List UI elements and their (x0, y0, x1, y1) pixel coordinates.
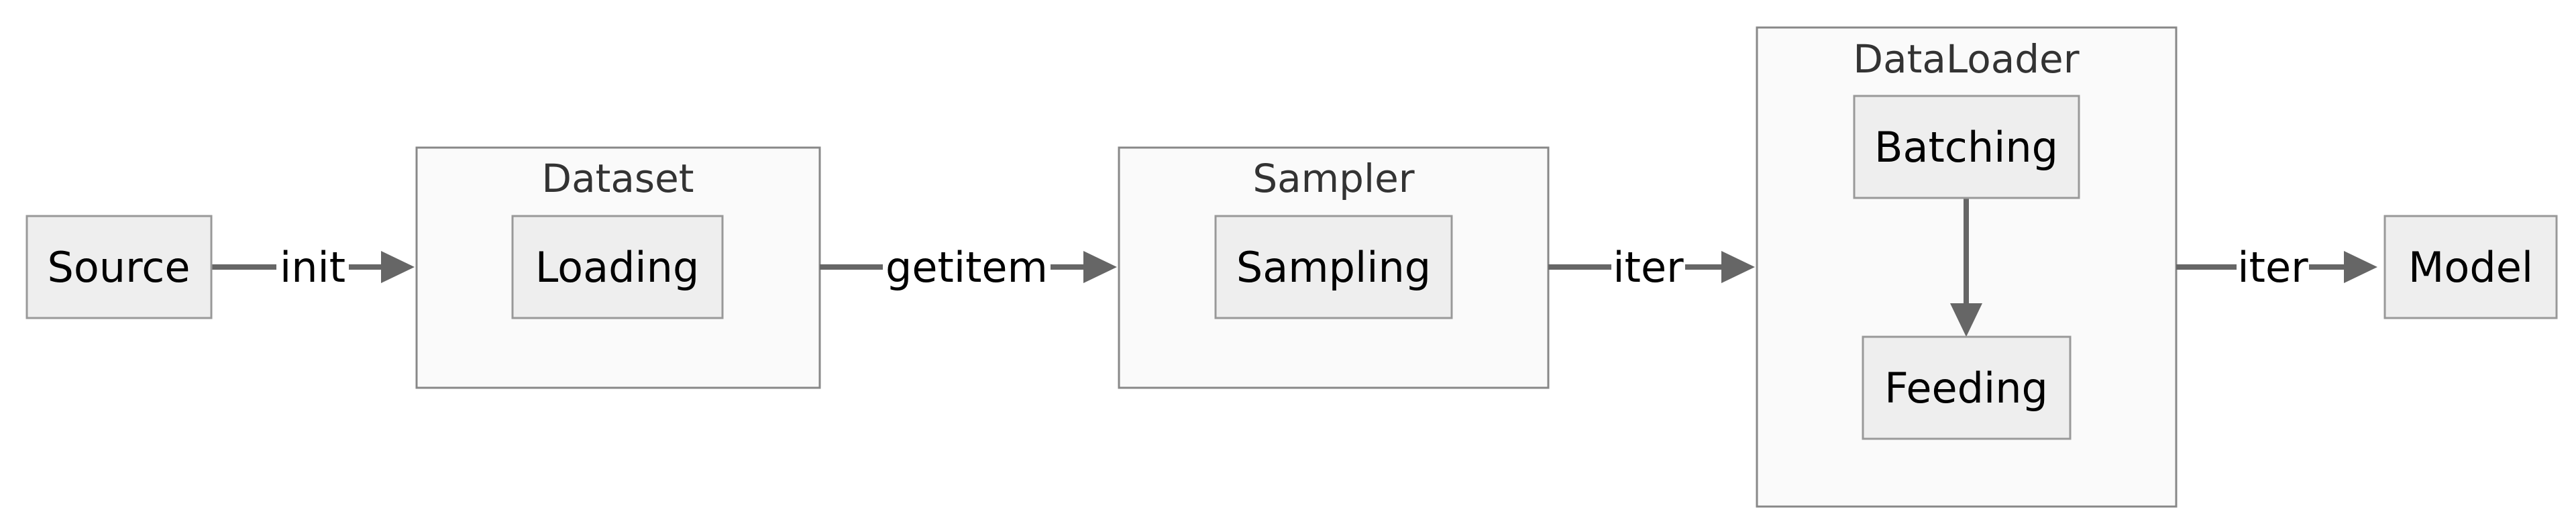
node-model: Model (2383, 215, 2558, 319)
node-batching: Batching (1853, 95, 2080, 199)
feeding-node-label: Feeding (1884, 364, 2048, 413)
edge-dataloader-model: iter (2176, 242, 2377, 293)
batching-node-box (1853, 95, 2080, 199)
dataloader-group-title: DataLoader (1853, 36, 2079, 82)
node-source: Source (25, 215, 213, 319)
edge-dataset-sampler: getitem (820, 242, 1117, 293)
arrow-head (1083, 251, 1117, 283)
node-feeding: Feeding (1862, 335, 2072, 440)
edge-label-iter: iter (1613, 243, 1684, 292)
edge-sampler-dataloader: iter (1548, 242, 1755, 293)
loading-node-label: Loading (535, 243, 700, 292)
arrow-head (1950, 303, 1982, 337)
edge-batching-feeding (1950, 198, 1982, 337)
batching-node-label: Batching (1874, 123, 2058, 172)
arrow-head (381, 251, 415, 283)
edge-label-background (1611, 242, 1685, 293)
sampler-group-title: Sampler (1252, 156, 1414, 201)
edge-label-iter: iter (2237, 243, 2308, 292)
edge-label-init: init (280, 243, 345, 292)
dataset-group: Dataset (415, 146, 821, 389)
edge-label-background (2237, 242, 2309, 293)
edge-label-getitem: getitem (885, 243, 1048, 292)
node-sampling: Sampling (1214, 215, 1453, 319)
arrow-head (1721, 251, 1755, 283)
source-node-label: Source (48, 243, 191, 292)
edge-label-background (883, 242, 1051, 293)
edge-source-dataset: init (211, 242, 415, 293)
loading-node-box (511, 215, 724, 319)
edge-label-background (276, 242, 349, 293)
feeding-node-box (1862, 335, 2072, 440)
model-node-box (2383, 215, 2558, 319)
sampling-node-box (1214, 215, 1453, 319)
sampling-node-label: Sampling (1236, 243, 1431, 292)
source-node-box (25, 215, 213, 319)
arrow-head (2344, 251, 2377, 283)
dataset-group-title: Dataset (541, 156, 694, 201)
model-node-label: Model (2408, 243, 2533, 292)
node-loading: Loading (511, 215, 724, 319)
